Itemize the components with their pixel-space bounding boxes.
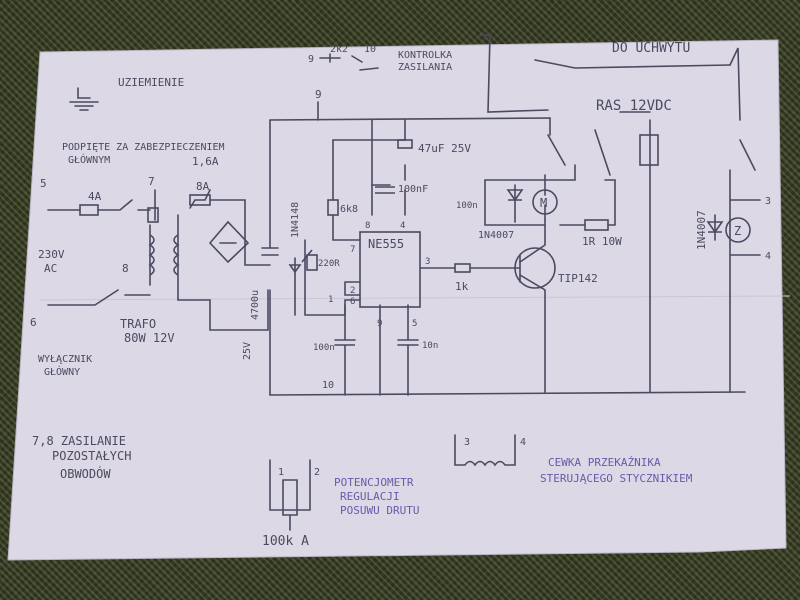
transformer-coil-left (148, 234, 155, 276)
cap-47uf (397, 139, 413, 149)
label-after-fuse: PODPIĘTE ZA ZABEZPIECZENIEM (62, 142, 225, 153)
label-pot-1: 1 (278, 467, 284, 478)
label-indicator: KONTROLKA (398, 50, 452, 61)
fuse-4a (79, 204, 99, 216)
resistor-1k (454, 263, 471, 273)
component-shapes (79, 134, 751, 308)
label-pot-desc-3: POSUWU DRUTU (340, 504, 419, 517)
label-100nf: 100nF (398, 184, 428, 195)
label-main-switch: WYŁĄCZNIK (38, 354, 92, 365)
label-pin3: 3 (425, 257, 430, 267)
label-to-holder: DO UCHWYTU (612, 41, 690, 56)
label-n4-right: 4 (765, 251, 771, 262)
label-trafo-2: 80W 12V (124, 331, 175, 345)
ic-ne555 (359, 231, 421, 308)
paper-sheet (7, 39, 787, 561)
label-after-fuse-2: GŁÓWNYM (68, 153, 110, 166)
label-ne555: NE555 (368, 237, 404, 251)
label-n6: 6 (30, 316, 37, 329)
resistor-220r (306, 254, 318, 271)
label-pot-value: 100k A (262, 534, 309, 549)
label-n7: 7 (148, 175, 155, 188)
label-n4-coil: 4 (520, 437, 526, 448)
label-n3-right: 3 (765, 196, 771, 207)
transformer-coil-right (173, 234, 180, 276)
resistor-1r (584, 219, 609, 231)
label-ac: AC (44, 262, 57, 275)
cap-100nf (375, 186, 395, 194)
label-6k8: 6k8 (340, 204, 358, 215)
label-n3-coil: 3 (464, 437, 470, 448)
label-8a: 8A (196, 180, 210, 193)
label-47uf: 47uF 25V (418, 142, 471, 155)
label-100n-bottom: 100n (313, 343, 335, 353)
diode-1n4007-left (506, 189, 524, 202)
label-z: Z (734, 224, 741, 238)
label-2k2: 2k2 (330, 44, 348, 55)
fuse-1-6a (147, 207, 159, 223)
motor-circle (532, 189, 558, 215)
label-indicator-2: ZASILANIA (398, 62, 452, 73)
label-trafo: TRAFO (120, 317, 156, 331)
relay-coil (639, 134, 659, 166)
label-4a: 4A (88, 190, 102, 203)
label-pot-desc-2: REGULACJI (340, 490, 400, 503)
label-pin7: 7 (350, 245, 355, 255)
z-circle (725, 217, 751, 243)
diode-1n4007-right (706, 221, 724, 234)
label-relay: RAS 12VDC (596, 98, 672, 114)
label-pot-2: 2 (314, 467, 320, 478)
label-pin4: 4 (400, 221, 405, 231)
label-coil-2: STERUJĄCEGO STYCZNIKIEM (540, 472, 693, 485)
label-1n4148: 1N4148 (290, 202, 301, 238)
label-4700u: 4700u (250, 290, 261, 320)
label-n9: 9 (315, 88, 322, 101)
label-n9-top: 9 (308, 54, 314, 65)
label-supply-2: POZOSTAŁYCH (52, 449, 131, 463)
pot-arrow (301, 249, 313, 263)
label-pot-desc: POTENCJOMETR (334, 476, 414, 489)
pencil-labels: UZIEMIENIE KONTROLKA ZASILANIA 2k2 9 10 … (30, 41, 771, 549)
label-230v: 230V (38, 248, 65, 261)
label-pin2: 2 (350, 286, 355, 296)
label-supply: 7,8 ZASILANIE (32, 434, 126, 448)
circuit-wires (47, 34, 761, 531)
fuse-8a (189, 194, 211, 206)
label-motor: M (540, 196, 547, 210)
paper-fold (39, 295, 791, 301)
label-1n4007-right: 1N4007 (695, 210, 708, 250)
label-220r: 220R (318, 259, 340, 269)
label-pin6: 6 (350, 297, 355, 307)
label-10n: 10n (422, 341, 438, 351)
label-supply-3: OBWODÓW (60, 466, 111, 481)
label-ground: UZIEMIENIE (118, 76, 184, 89)
label-100n-motor: 100n (456, 201, 478, 211)
resistor-6k8 (327, 199, 339, 216)
label-n8: 8 (122, 262, 129, 275)
label-n5: 5 (40, 177, 47, 190)
label-n10-top: 10 (364, 44, 376, 55)
transistor-circle (514, 247, 556, 289)
label-main-switch-2: GŁÓWNY (44, 365, 80, 378)
label-pin8: 8 (365, 221, 370, 231)
label-1n4007-motor: 1N4007 (478, 230, 514, 241)
label-1r-10w: 1R 10W (582, 235, 622, 248)
label-pin9: 9 (377, 319, 382, 329)
label-25v: 25V (242, 342, 253, 360)
pen-labels: CEWKA PRZEKAŹNIKA STERUJĄCEGO STYCZNIKIE… (334, 456, 693, 517)
label-1k: 1k (455, 280, 469, 293)
label-1-6a: 1,6A (192, 155, 219, 168)
label-tip142: TIP142 (558, 272, 598, 285)
label-pin5: 5 (412, 319, 417, 329)
label-coil: CEWKA PRZEKAŹNIKA (548, 456, 661, 469)
label-pin1: 1 (328, 295, 333, 305)
label-n10: 10 (322, 380, 334, 391)
